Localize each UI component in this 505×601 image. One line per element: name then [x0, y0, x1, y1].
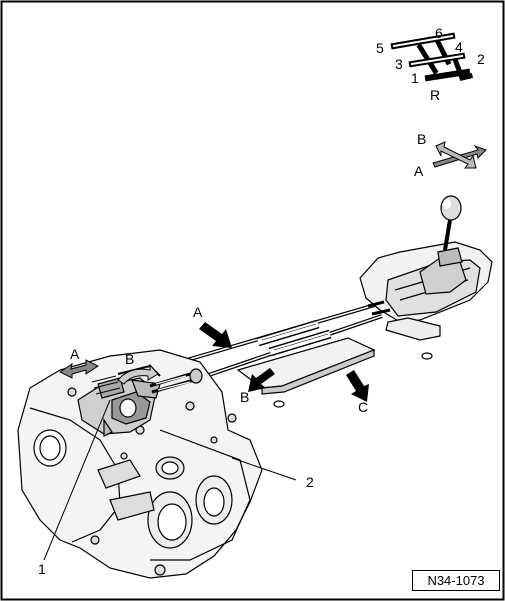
selector-lever [77, 364, 203, 437]
lever-label-b: B [125, 351, 135, 367]
leader-lines [43, 399, 297, 561]
figure-id-box: N34-1073 [412, 570, 500, 591]
shift-cables [179, 300, 391, 380]
black-callout-arrows [199, 322, 369, 402]
legend-label-a: A [414, 163, 424, 179]
gear-shifter-assembly [359, 195, 493, 360]
gear-r-label: R [430, 87, 441, 103]
gear-1-label: 1 [411, 70, 419, 86]
gear-5-label: 5 [376, 40, 384, 56]
callout-arrow-c: C [358, 399, 369, 415]
lever-label-a: A [70, 346, 80, 362]
legend-label-b: B [417, 131, 427, 147]
gear-2-label: 2 [477, 51, 485, 67]
callout-arrow-a: A [193, 304, 203, 320]
lever-direction-arrows [59, 359, 159, 385]
callout-arrow-b: B [240, 389, 250, 405]
direction-legend-arrows [432, 141, 487, 169]
item-2-label: 2 [306, 474, 314, 490]
gear-4-label: 4 [455, 39, 463, 55]
gear-6-label: 6 [435, 25, 443, 41]
gear-3-label: 3 [395, 56, 403, 72]
shift-pattern-diagram [390, 32, 474, 82]
item-1-label: 1 [38, 561, 46, 577]
